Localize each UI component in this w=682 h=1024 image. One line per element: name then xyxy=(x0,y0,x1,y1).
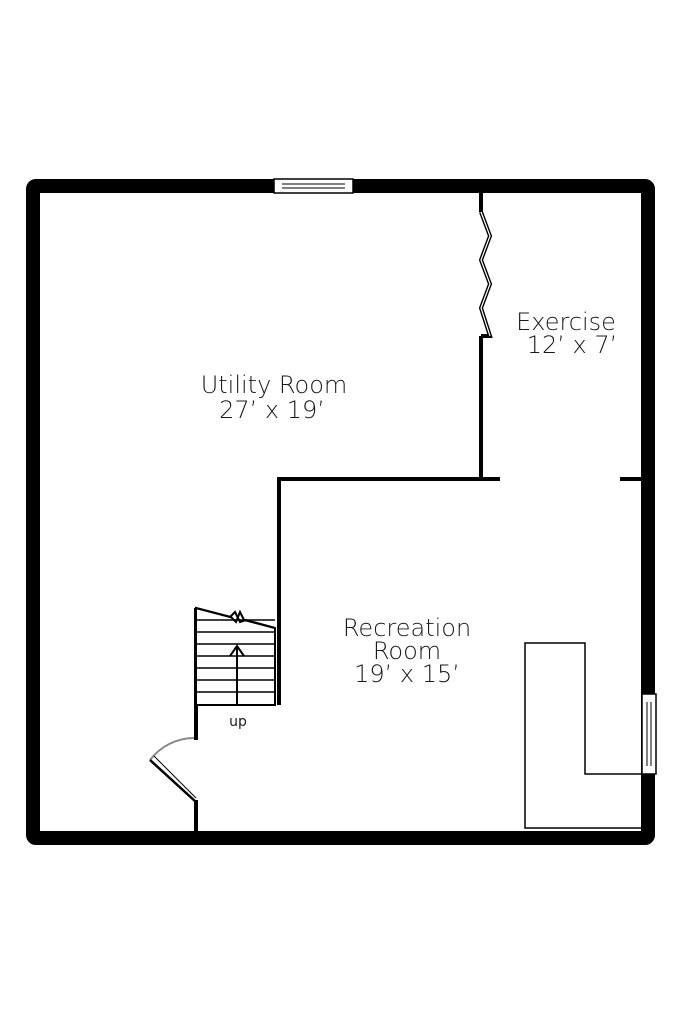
bar-counter xyxy=(524,642,642,829)
swing-door xyxy=(149,737,197,803)
exercise-room-size: 12’ x 7’ xyxy=(527,331,618,359)
stairs-up-label: up xyxy=(229,714,247,730)
room-labels: Utility Room 27’ x 19’ Exercise 12’ x 7’… xyxy=(201,308,618,730)
recreation-room-size: 19’ x 15’ xyxy=(354,660,460,688)
utility-room-size: 27’ x 19’ xyxy=(219,396,325,424)
interior-walls xyxy=(194,193,643,831)
recreation-room-name-line1: Recreation xyxy=(343,614,471,642)
stairs xyxy=(195,606,276,706)
utility-room-name: Utility Room xyxy=(201,371,348,399)
recreation-room-name-line2: Room xyxy=(373,637,441,665)
right-window xyxy=(641,693,657,775)
exterior-walls xyxy=(26,179,655,845)
bifold-door xyxy=(478,211,493,338)
exterior-wall-frame xyxy=(26,179,655,845)
top-window xyxy=(273,178,354,194)
exercise-room-name: Exercise xyxy=(516,308,616,336)
